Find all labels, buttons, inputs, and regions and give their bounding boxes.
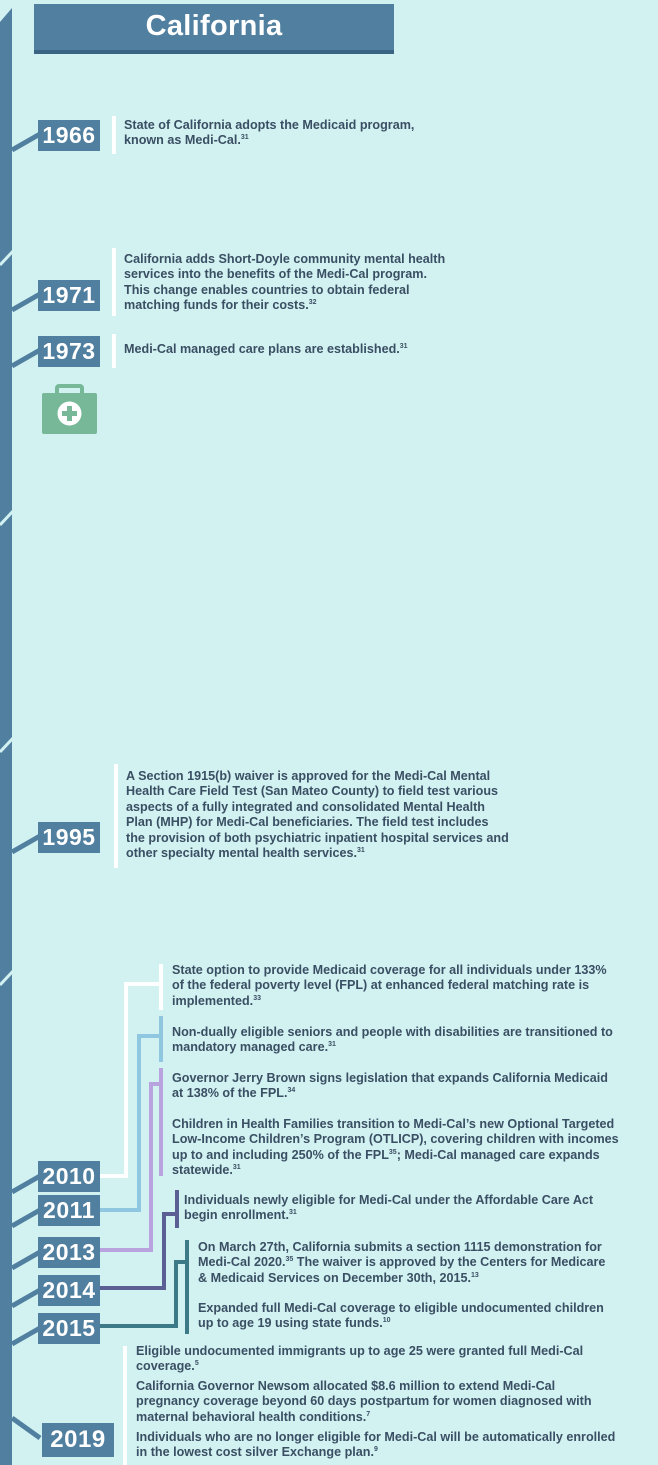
event-2019-text-c: Individuals who are no longer eligible f… xyxy=(136,1430,616,1460)
year-label-1973: 1973 xyxy=(38,336,100,367)
year-label-2011: 2011 xyxy=(38,1195,100,1226)
year-label-1971: 1971 xyxy=(38,280,100,311)
year-label-2013: 2013 xyxy=(38,1237,100,1268)
event-1973-text: Medi-Cal managed care plans are establis… xyxy=(124,342,408,356)
connector-2014 xyxy=(100,1212,176,1290)
connector-2011 xyxy=(100,1034,160,1212)
event-1971-text: California adds Short-Doyle community me… xyxy=(124,252,446,313)
timeline-breaks xyxy=(0,248,16,987)
event-1995-text: A Section 1915(b) waiver is approved for… xyxy=(126,769,509,861)
event-2015-text-b: Expanded full Medi-Cal coverage to eligi… xyxy=(198,1301,604,1331)
event-2013-text-a: Governor Jerry Brown signs legislation t… xyxy=(172,1071,608,1101)
year-label-2014: 2014 xyxy=(38,1275,100,1306)
year-label-2015: 2015 xyxy=(38,1313,100,1344)
event-2014-text: Individuals newly eligible for Medi-Cal … xyxy=(184,1193,594,1223)
year-label-2019: 2019 xyxy=(42,1423,114,1457)
title-banner: California xyxy=(34,4,394,54)
timeline-bar xyxy=(0,8,12,1465)
medical-kit-icon xyxy=(42,384,97,434)
year-label-2010: 2010 xyxy=(38,1161,100,1192)
page-title: California xyxy=(145,10,283,42)
timeline-branches xyxy=(10,131,42,1441)
event-markers xyxy=(112,116,127,1465)
connector-2010 xyxy=(100,982,160,1178)
connector-2013 xyxy=(100,1082,160,1252)
event-2015-text-a: On March 27th, California submits a sect… xyxy=(198,1240,606,1285)
event-2019-text-b: California Governor Newsom allocated $8.… xyxy=(136,1379,592,1424)
connector-2015 xyxy=(100,1260,186,1328)
event-1966-text: State of California adopts the Medicaid … xyxy=(124,118,415,148)
event-2010-text: State option to provide Medicaid coverag… xyxy=(172,963,607,1008)
event-2013-text-b: Children in Health Families transition t… xyxy=(172,1117,619,1178)
year-label-1966: 1966 xyxy=(38,120,100,151)
event-2011-text: Non-dually eligible seniors and people w… xyxy=(172,1025,613,1055)
event-2019-text-a: Eligible undocumented immigrants up to a… xyxy=(136,1344,584,1374)
year-label-1995: 1995 xyxy=(38,822,100,853)
